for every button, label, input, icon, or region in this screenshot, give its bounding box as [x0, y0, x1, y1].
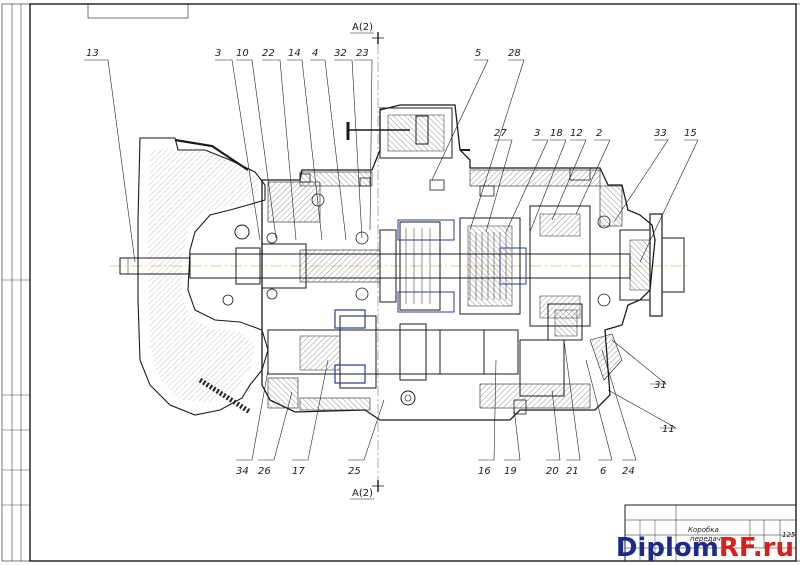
part-label: 3 [534, 128, 540, 139]
part-label: 2 [596, 128, 602, 139]
watermark-suffix: RF.ru [718, 533, 794, 563]
part-label: 5 [475, 48, 481, 59]
title-name-line2: передач [690, 535, 721, 543]
title-name-line1: Коробка [688, 526, 719, 534]
part-label: 32 [334, 48, 347, 59]
part-label: 19 [504, 466, 517, 477]
part-labels-right: 31 11 [654, 380, 675, 435]
part-label: 21 [566, 466, 579, 477]
part-label: 10 [236, 48, 249, 59]
part-label: 13 [86, 48, 99, 59]
part-label: 25 [348, 466, 361, 477]
part-label: 4 [312, 48, 318, 59]
site-watermark: DiplomRF.ru [616, 533, 794, 563]
section-marker-top: A(2) [350, 22, 384, 44]
part-labels-top: 13 3 10 22 14 4 32 23 5 28 27 3 18 12 2 … [86, 48, 697, 139]
part-label: 23 [356, 48, 369, 59]
section-label-top: A(2) [352, 22, 373, 33]
part-label: 11 [662, 424, 675, 435]
section-marker-bottom: A(2) [350, 480, 384, 500]
part-label: 3 [215, 48, 221, 59]
part-label: 15 [684, 128, 697, 139]
part-label: 28 [508, 48, 521, 59]
watermark-main: Diplom [615, 533, 719, 563]
part-label: 24 [622, 466, 635, 477]
part-label: 17 [292, 466, 305, 477]
part-label: 14 [288, 48, 301, 59]
part-label: 33 [654, 128, 667, 139]
section-label-bottom: A(2) [352, 488, 373, 499]
part-label: 27 [494, 128, 507, 139]
part-labels-bottom: 34 26 17 25 16 19 20 21 6 24 [236, 466, 635, 477]
drawing-frame [1, 3, 800, 562]
gearbox-section-drawing [110, 104, 690, 421]
leader-lines [84, 59, 699, 461]
part-label: 20 [546, 466, 559, 477]
title-sheet-number: 125 [782, 531, 796, 539]
part-label: 22 [262, 48, 275, 59]
part-label: 31 [654, 380, 667, 391]
part-label: 16 [478, 466, 491, 477]
part-label: 6 [600, 466, 606, 477]
part-label: 34 [236, 466, 249, 477]
part-label: 18 [550, 128, 563, 139]
title-block: Коробка передач 125 [624, 504, 797, 562]
part-label: 26 [258, 466, 271, 477]
part-label: 12 [570, 128, 583, 139]
